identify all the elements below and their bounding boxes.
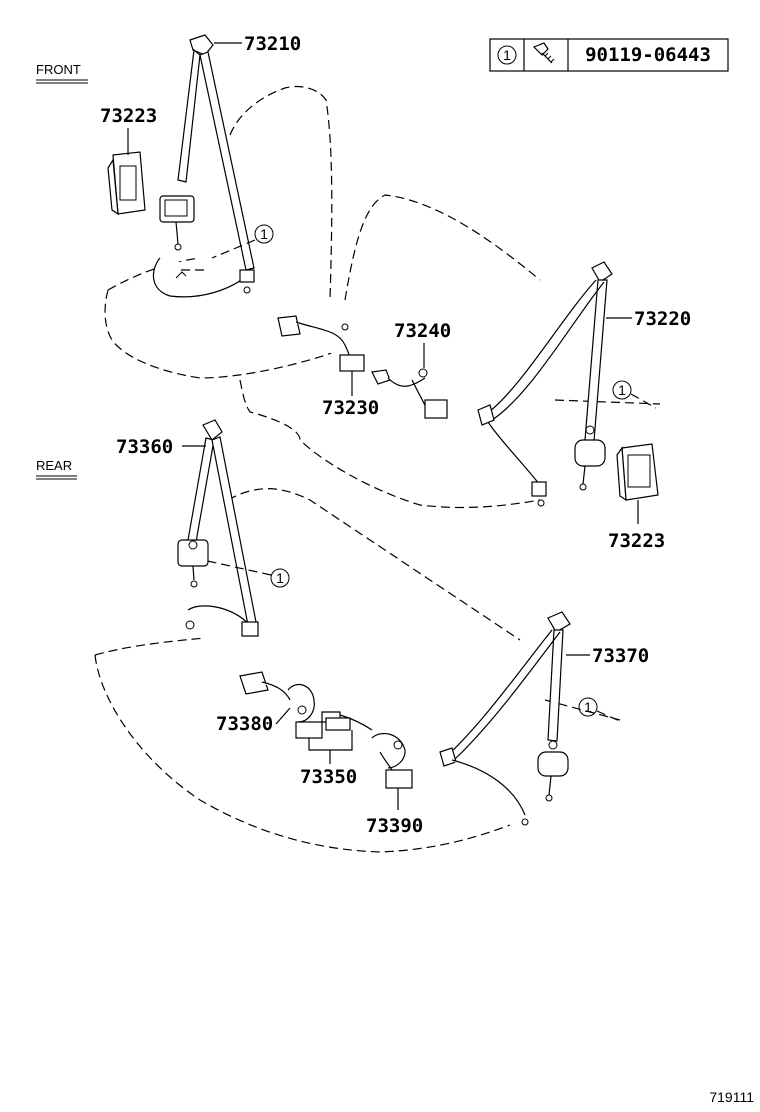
label-73230: 73230 [322,372,379,419]
rear-bench-outline [94,488,621,853]
belt-retractor [177,539,209,567]
belt-retractor [537,751,569,777]
anchor-cover-73223-right [616,443,659,502]
label-73223-front-left: 73223 [100,105,157,155]
legend-frame [489,38,729,72]
svg-text:73240: 73240 [394,320,451,342]
rear-right-seat-belt-73370 [439,611,571,826]
label-73210: 73210 [214,33,301,55]
svg-text:73380: 73380 [216,713,273,735]
svg-text:73210: 73210 [244,33,301,55]
svg-text:73230: 73230 [322,397,379,419]
svg-text:1: 1 [584,699,592,715]
label-73350: 73350 [300,730,357,788]
label-73223-front-right: 73223 [608,500,665,552]
svg-text:1: 1 [618,382,626,398]
svg-text:73223: 73223 [608,530,665,552]
catalog-number: 719111 [709,1089,754,1105]
legend-ref-circle [497,45,517,65]
rear-left-seat-belt-73360 [177,419,259,637]
rear-buckle-73380 [239,671,315,723]
callout-1-front-left: 1 [211,224,274,259]
label-73220: 73220 [606,308,691,330]
legend-part-number: 90119-06443 [585,44,711,66]
svg-text:73220: 73220 [634,308,691,330]
svg-text:1: 1 [276,570,284,586]
fastener-legend: 1 90119-06443 [489,38,729,72]
front-left-seat-outline [104,85,341,379]
front-buckle-assembly-73240 [371,368,448,419]
anchor-cover-73223-left [107,151,146,216]
section-front-label: FRONT [36,62,81,77]
svg-text:73350: 73350 [300,766,357,788]
label-73360: 73360 [116,436,206,458]
label-73370: 73370 [566,645,649,667]
rear-buckle-73390 [371,732,413,789]
shoulder-anchor [189,34,214,56]
svg-text:73360: 73360 [116,436,173,458]
label-73240: 73240 [394,320,451,368]
front-right-seat-belt-73220 [477,261,613,507]
bolt-icon [532,42,555,64]
svg-text:73370: 73370 [592,645,649,667]
front-buckle-assembly-73230 [277,315,365,373]
svg-text:73223: 73223 [100,105,157,127]
label-73390: 73390 [366,788,423,837]
belt-webbing [177,48,201,183]
callout-1-rear-left: 1 [202,559,290,588]
rear-center-belt-73350 [295,711,373,739]
label-73380: 73380 [216,707,291,735]
legend-ref-number: 1 [503,47,511,63]
section-rear-label: REAR [36,458,72,473]
svg-text:1: 1 [260,226,268,242]
front-right-seat-outline [239,194,661,509]
lap-belt [152,257,249,298]
callout-1-front-right: 1 [612,380,657,409]
belt-retractor [574,439,606,467]
callout-1-rear-right: 1 [578,697,623,723]
svg-text:73390: 73390 [366,815,423,837]
front-left-seat-belt-73210 [152,34,255,298]
